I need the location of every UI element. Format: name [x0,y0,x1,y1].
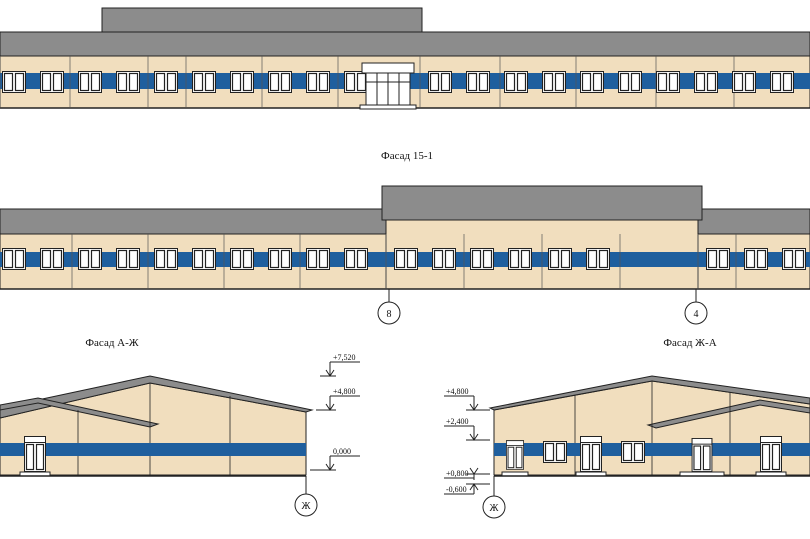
window-icon [154,71,178,93]
left-facade [0,375,314,477]
window-icon [344,248,368,270]
window-icon [268,248,292,270]
axis-marker-4: 4 [684,289,708,325]
window-icon [154,248,178,270]
window-icon [508,248,532,270]
window-icon [706,248,730,270]
axis-marker-8: 8 [377,289,401,325]
top-facade-raised-roof [101,7,423,35]
window-icon [394,248,418,270]
window-icon [40,248,64,270]
window-icon [694,71,718,93]
axis-marker-zh-right: Ж [482,476,506,519]
window-icon [268,71,292,93]
level-mark-r-2400: +2,400 [446,417,469,426]
window-icon [40,71,64,93]
level-mark-r-4800: +4,800 [446,387,469,396]
window-icon [428,71,452,93]
window-icon [542,71,566,93]
window-icon [344,71,368,93]
middle-facade [0,185,810,290]
level-mark-4800: +4,800 [333,387,356,396]
window-icon [580,71,604,93]
right-facade [488,375,810,477]
window-icon [116,248,140,270]
level-mark-0000: 0,000 [333,447,351,456]
level-mark-r-0600: -0,600 [446,485,467,494]
window-icon [470,248,494,270]
middle-facade-raised-roof [381,185,703,221]
window-icon [782,248,806,270]
window-icon [78,248,102,270]
window-icon [732,71,756,93]
left-facade-title: Фасад А-Ж [85,337,138,349]
window-icon [306,71,330,93]
window-icon [770,71,794,93]
window-icon [192,71,216,93]
top-facade-roof [0,31,810,57]
level-mark-r-0800: +0,800 [446,469,469,478]
window-icon [306,248,330,270]
left-facade-blue-stripe [0,443,306,456]
axis-label-zh-right: Ж [490,503,499,514]
window-icon [116,71,140,93]
top-facade-panel-joints [0,56,735,108]
window-icon [618,71,642,93]
window-icon [586,248,610,270]
axis-label-4: 4 [694,309,699,320]
window-icon [2,71,26,93]
left-level-marks: +7,520 +4,800 0,000 [310,353,360,471]
window-icon [230,248,254,270]
window-icon [230,71,254,93]
axis-marker-zh-left: Ж [294,476,318,517]
right-facade-blue-stripe [494,443,810,456]
window-icon [504,71,528,93]
window-icon [78,71,102,93]
window-icon [2,248,26,270]
middle-facade-panel-joints [71,234,737,289]
window-icon [432,248,456,270]
right-level-marks: +4,800 +2,400 +0,800 -0,600 [444,387,490,495]
axis-label-zh-left: Ж [302,501,311,512]
window-icon [192,248,216,270]
top-facade-title: Фасад 15-1 [381,150,433,162]
window-icon [744,248,768,270]
window-icon [466,71,490,93]
top-facade [0,7,810,110]
window-icon [548,248,572,270]
top-facade-entrance [359,62,417,110]
axis-label-8: 8 [387,309,392,320]
window-icon [656,71,680,93]
level-mark-7520: +7,520 [333,353,356,362]
right-facade-title: Фасад Ж-А [663,337,716,349]
